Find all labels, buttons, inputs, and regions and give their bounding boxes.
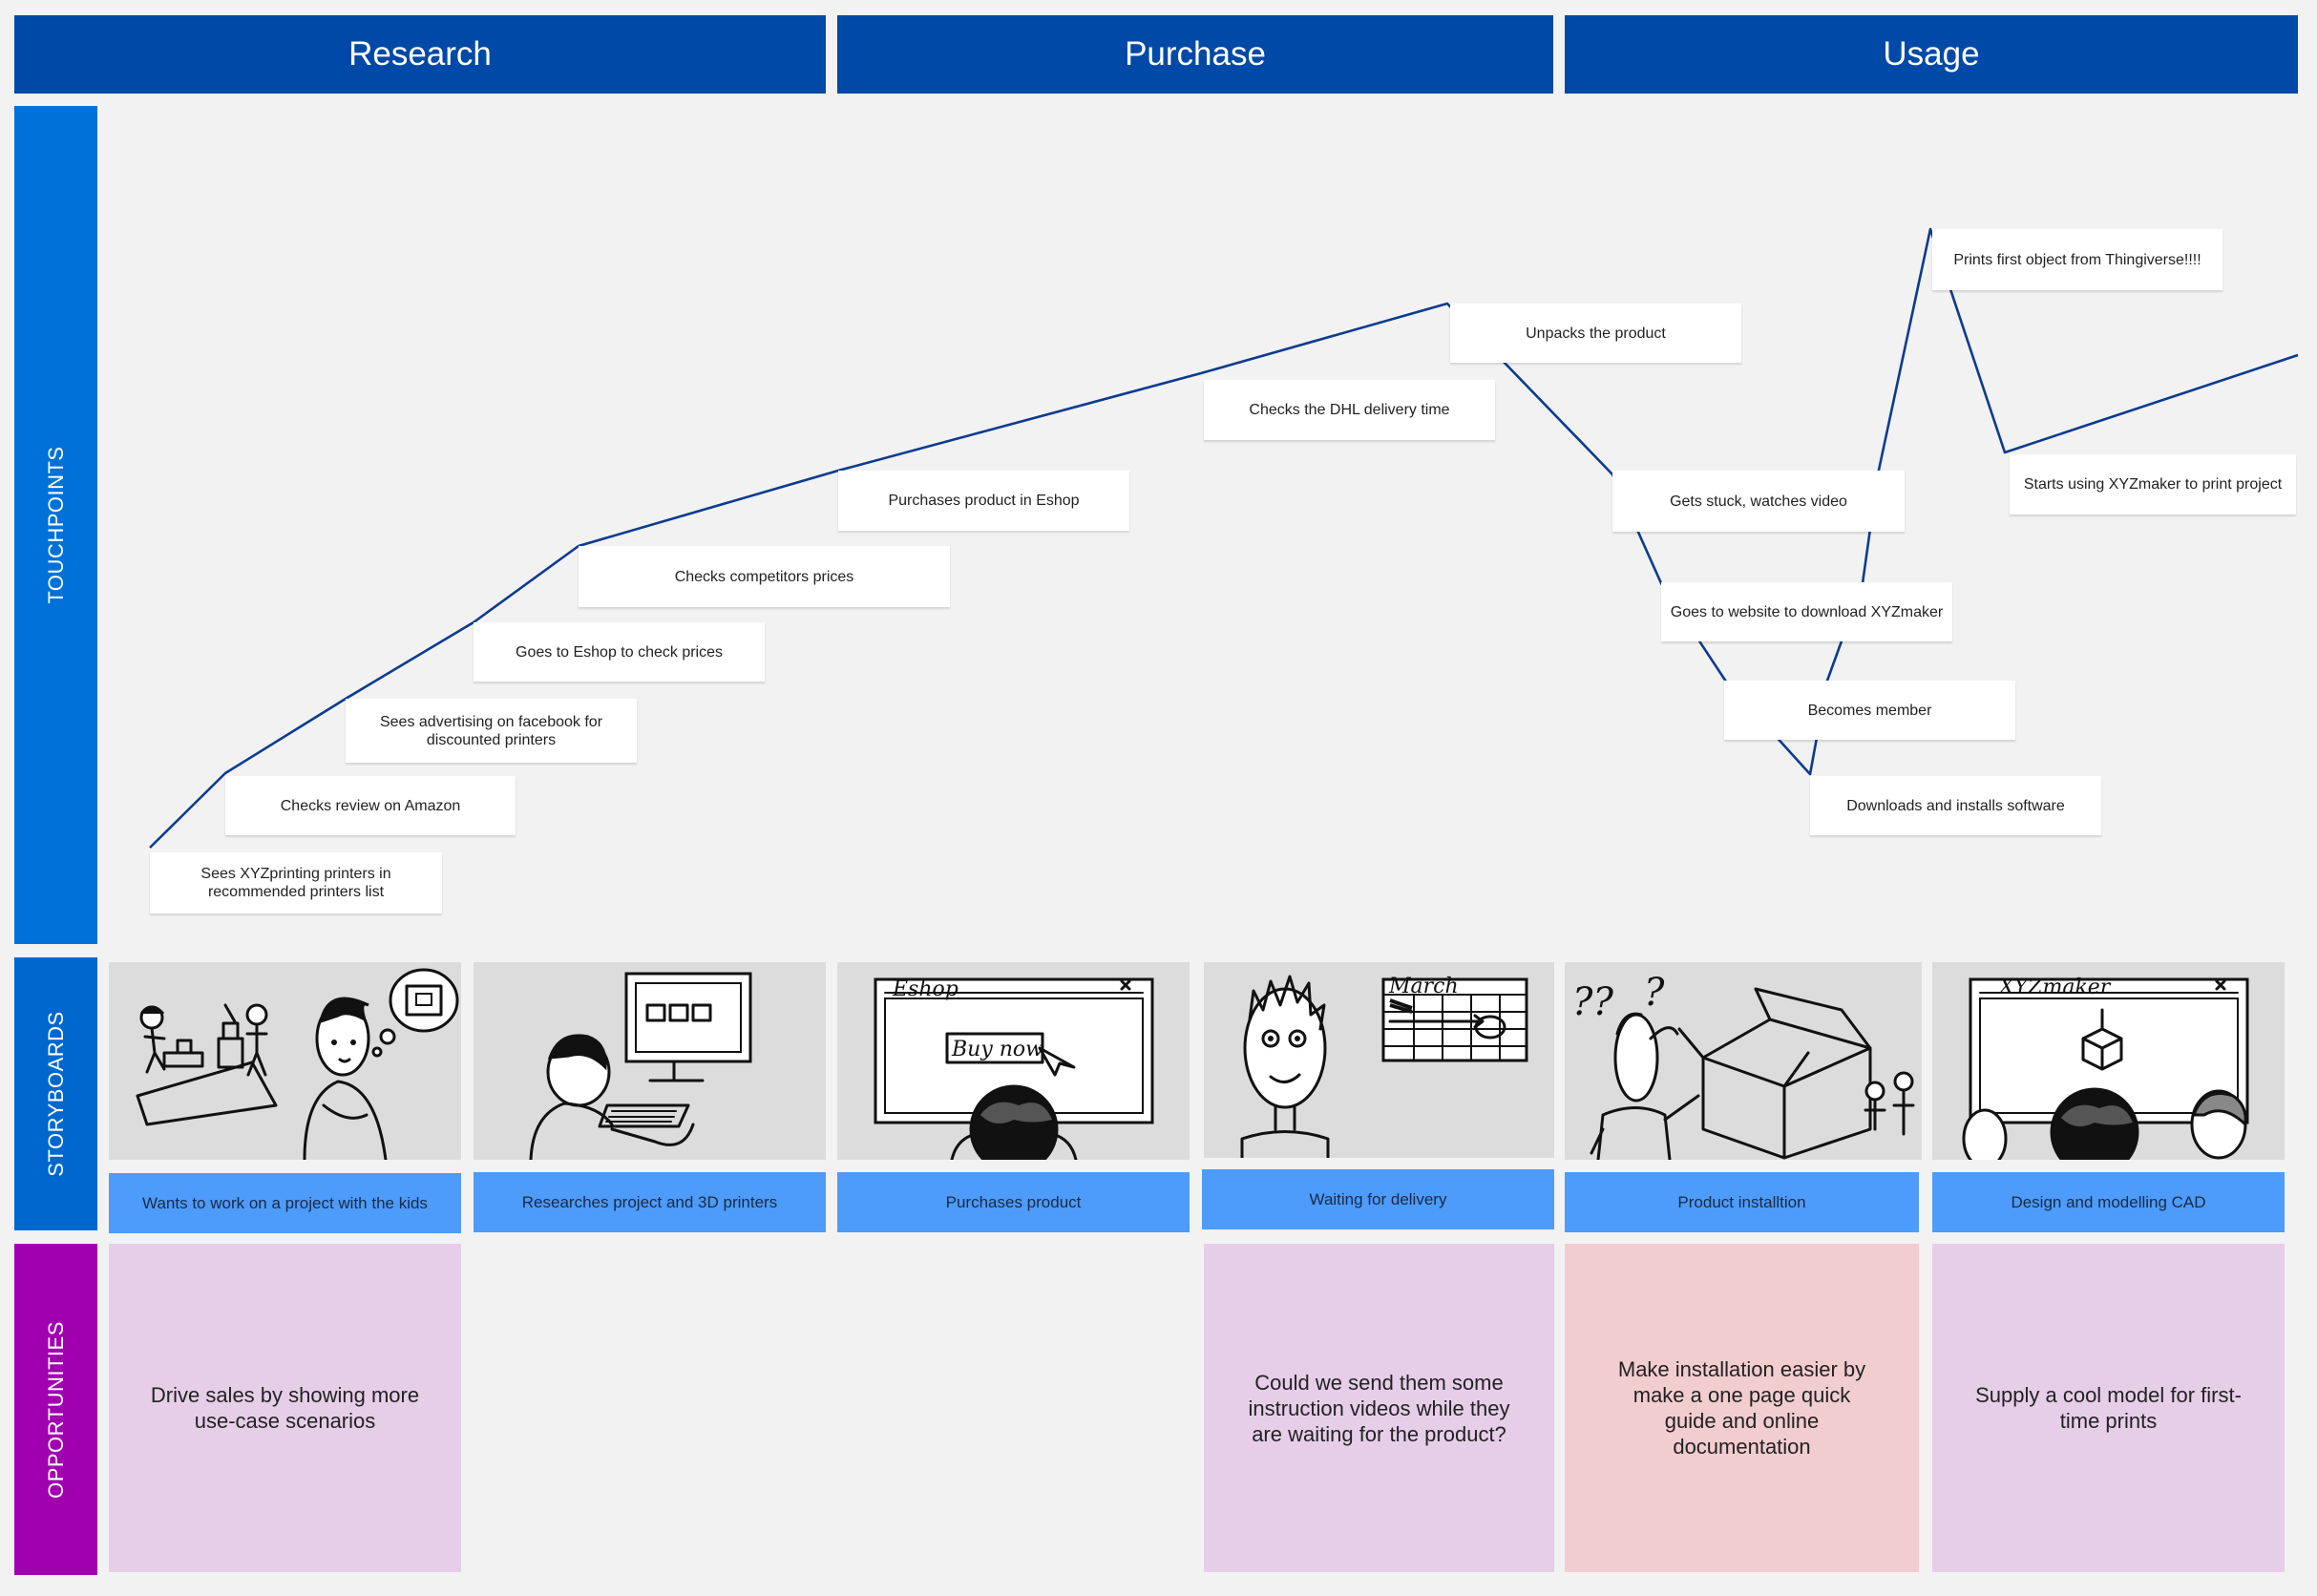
touchpoint-card: Becomes member — [1724, 681, 2015, 740]
touchpoint-card: Goes to Eshop to check prices — [474, 622, 765, 682]
touchpoint-card: Gets stuck, watches video — [1612, 471, 1905, 532]
opportunity-note: Supply a cool model for first-time print… — [1932, 1244, 2285, 1572]
storyboard-image-research — [474, 962, 826, 1160]
storyboard-caption: Product installtion — [1565, 1172, 1919, 1232]
opportunity-note: Drive sales by showing more use-case sce… — [109, 1244, 461, 1572]
sketch-label-buy-now: Buy now — [951, 1038, 1043, 1061]
phase-research: Research — [14, 15, 826, 94]
touchpoint-card: Sees XYZprinting printers in recommended… — [150, 852, 442, 914]
storyboard-caption: Waiting for delivery — [1202, 1169, 1554, 1229]
storyboard-image-cad: XYZmaker — [1932, 962, 2285, 1160]
phase-usage: Usage — [1565, 15, 2298, 94]
row-label-touchpoints: TOUCHPOINTS — [14, 106, 97, 944]
opportunity-note: Could we send them some instruction vide… — [1204, 1244, 1554, 1572]
touchpoint-card: Downloads and installs software — [1810, 776, 2101, 835]
touchpoint-card: Unpacks the product — [1450, 304, 1741, 363]
touchpoint-card: Goes to website to download XYZmaker — [1661, 582, 1952, 641]
storyboard-caption: Wants to work on a project with the kids — [109, 1173, 461, 1233]
sketch-label-march: March — [1388, 975, 1459, 998]
phase-purchase: Purchase — [837, 15, 1553, 94]
storyboard-caption: Purchases product — [837, 1172, 1190, 1232]
sketch-label-xyzmaker: XYZmaker — [1997, 976, 2112, 999]
storyboard-image-installation: ?? ? — [1565, 962, 1922, 1160]
opportunity-note: Make installation easier by make a one p… — [1565, 1244, 1919, 1572]
touchpoint-card: Checks competitors prices — [579, 546, 950, 607]
storyboard-image-purchase: Eshop Buy now — [837, 962, 1190, 1160]
storyboard-image-kids — [109, 962, 461, 1160]
sketch-label-eshop: Eshop — [892, 977, 958, 1001]
sketch-label-question: ? — [1644, 971, 1665, 1015]
touchpoint-card: Sees advertising on facebook for discoun… — [346, 699, 637, 763]
touchpoint-card: Prints first object from Thingiverse!!!! — [1932, 229, 2222, 290]
row-label-storyboards: STORYBOARDS — [14, 957, 97, 1230]
touchpoint-card: Checks review on Amazon — [225, 776, 516, 835]
touchpoint-card: Purchases product in Eshop — [838, 471, 1129, 531]
sketch-label-double-question: ?? — [1572, 980, 1613, 1024]
row-label-opportunities: OPPORTUNITIES — [14, 1244, 97, 1575]
touchpoint-card: Starts using XYZmaker to print project — [2010, 454, 2296, 514]
storyboard-caption: Design and modelling CAD — [1932, 1172, 2285, 1232]
storyboard-caption: Researches project and 3D printers — [474, 1172, 826, 1232]
touchpoint-card: Checks the DHL delivery time — [1204, 380, 1495, 440]
storyboard-image-waiting: March — [1204, 962, 1554, 1158]
